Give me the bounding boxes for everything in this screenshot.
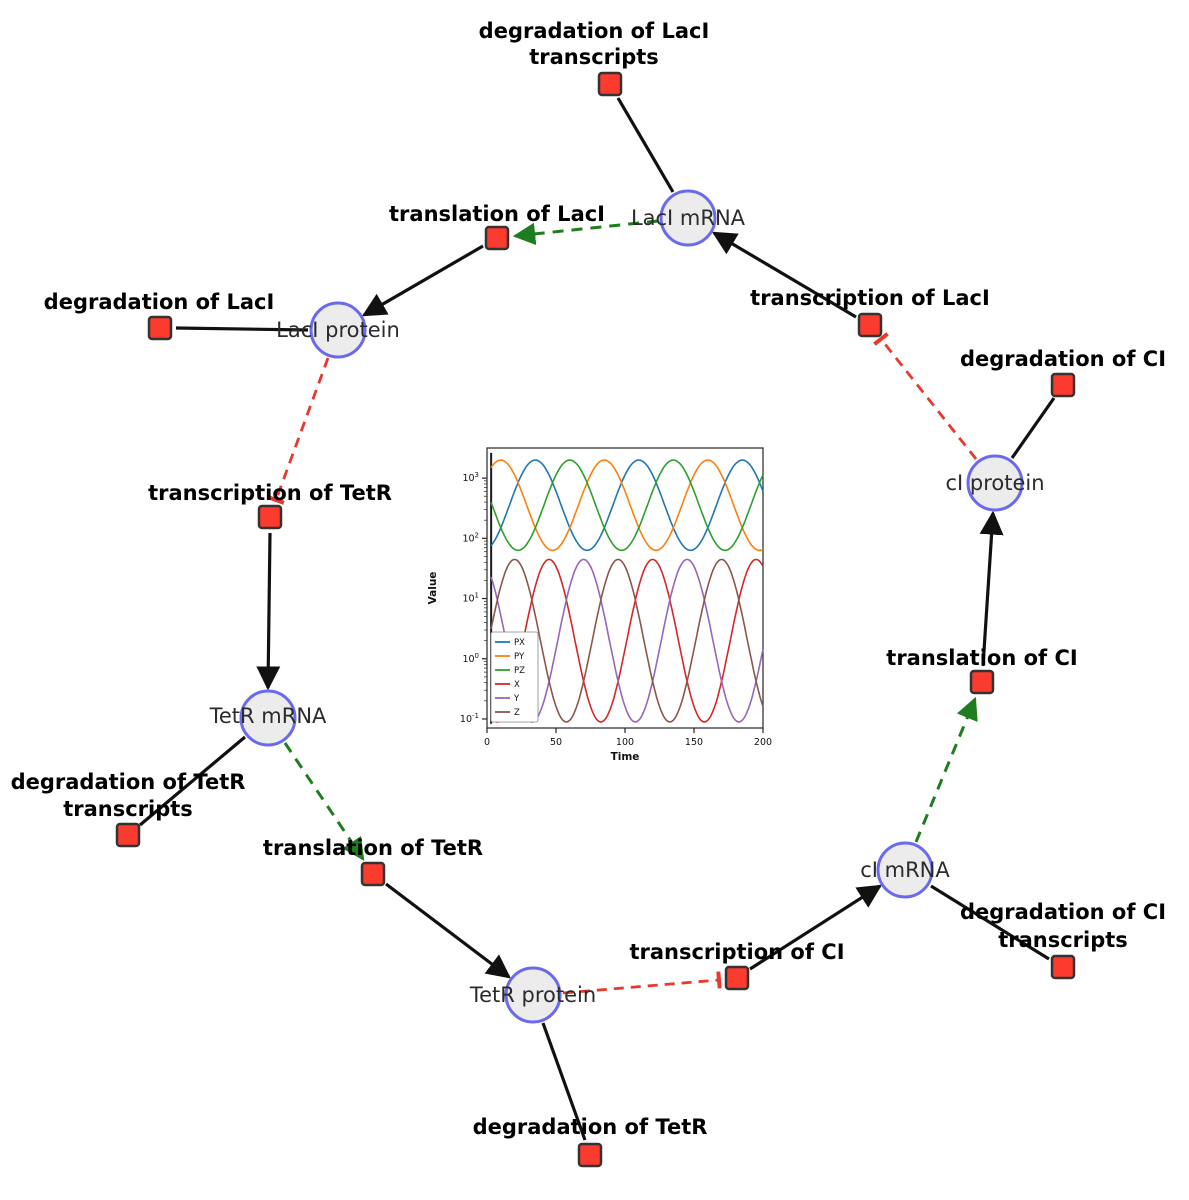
- edge-transcription-to-lacimrna: [711, 231, 857, 319]
- reaction-node-degradation-ci-transcripts[interactable]: [1050, 954, 1076, 980]
- species-label-laci-mrna: LacI mRNA: [631, 206, 746, 230]
- reaction-node-transcription-ci[interactable]: [724, 965, 750, 991]
- y-tick-label: 101: [462, 592, 479, 605]
- reaction-node-transcription-laci[interactable]: [857, 312, 883, 338]
- species-label-tetr-mrna: TetR mRNA: [209, 704, 327, 728]
- edge-laciprotein-degradation: [175, 326, 309, 332]
- edge-tetrprotein-inhibits-transcription-ci: [562, 971, 722, 995]
- species-node-laci-mrna[interactable]: LacI mRNA: [631, 189, 746, 247]
- legend-label-Z: Z: [514, 708, 520, 718]
- species-label-ci-protein: cI protein: [945, 471, 1044, 495]
- label-deg-tetr-tx-1: degradation of TetR: [11, 770, 246, 794]
- edge-cimrna-modifies-translation: [914, 696, 978, 843]
- species-node-tetr-mrna[interactable]: TetR mRNA: [209, 689, 327, 747]
- label-deg-ci: degradation of CI: [960, 347, 1166, 371]
- species-nodes: LacI mRNA LacI protein TetR mRNA TetR pr…: [209, 189, 1045, 1024]
- edges: [138, 97, 1056, 1141]
- edge-translation-to-tetrprotein: [385, 882, 511, 979]
- y-tick-label: 102: [462, 531, 479, 544]
- series-PX: [490, 459, 764, 552]
- y-tick-label: 100: [462, 652, 479, 665]
- edge-tetrmrna-deg-transcripts: [138, 735, 247, 827]
- legend-label-PZ: PZ: [514, 666, 525, 676]
- y-tick-label: 103: [462, 471, 479, 484]
- species-node-tetr-protein[interactable]: TetR protein: [469, 966, 596, 1024]
- reaction-node-degradation-laci[interactable]: [147, 315, 173, 341]
- species-label-ci-mrna: cI mRNA: [860, 858, 950, 882]
- edge-laciprotein-inhibits-transcription-tetr: [267, 357, 330, 505]
- label-deg-laci: degradation of LacI: [44, 290, 275, 314]
- y-axis-label: Value: [427, 572, 439, 605]
- legend-label-Y: Y: [513, 694, 520, 704]
- legend-label-PY: PY: [514, 652, 525, 662]
- reaction-node-degradation-tetr-transcripts[interactable]: [115, 822, 141, 848]
- edge-ciprotein-inhibits-transcription-laci: [873, 332, 978, 460]
- reaction-labels: degradation of LacI transcripts translat…: [11, 19, 1166, 1139]
- label-transcr-laci: transcription of LacI: [750, 286, 990, 310]
- label-deg-tetr: degradation of TetR: [473, 1115, 708, 1139]
- edge-tetrprotein-degradation: [541, 1022, 587, 1141]
- y-tick-label: 10-1: [460, 712, 479, 725]
- edge-ciprotein-degradation: [1010, 397, 1056, 459]
- series-PY: [490, 459, 764, 552]
- legend-label-X: X: [514, 680, 520, 690]
- legend-box: [490, 631, 539, 723]
- series-PZ: [490, 459, 764, 552]
- edge-tetrmrna-modifies-translation: [283, 742, 365, 861]
- label-transcr-tetr: transcription of TetR: [148, 481, 392, 505]
- x-tick-label: 200: [754, 737, 772, 748]
- edge-translation-to-ciprotein: [979, 510, 1004, 667]
- label-transl-laci: translation of LacI: [389, 202, 605, 226]
- x-tick-label: 0: [484, 737, 490, 748]
- species-label-tetr-protein: TetR protein: [469, 983, 596, 1007]
- edge-lacimrna-deg-transcripts: [616, 97, 675, 193]
- reaction-node-degradation-laci-transcripts[interactable]: [597, 71, 623, 97]
- reaction-node-translation-ci[interactable]: [969, 669, 995, 695]
- label-deg-ci-tx-1: degradation of CI: [960, 900, 1166, 924]
- series-X: [490, 558, 764, 723]
- edge-cimrna-deg-transcripts: [930, 884, 1050, 961]
- label-deg-tetr-tx-2: transcripts: [63, 797, 193, 821]
- label-deg-ci-tx-2: transcripts: [998, 928, 1128, 952]
- x-axis-label: Time: [611, 751, 640, 763]
- reaction-node-degradation-tetr[interactable]: [577, 1142, 603, 1168]
- edge-transcription-to-cimrna: [749, 884, 883, 971]
- reaction-nodes: [115, 71, 1076, 1168]
- label-transl-ci: translation of CI: [886, 646, 1077, 670]
- label-transcr-ci: transcription of CI: [629, 940, 844, 964]
- legend: PX PY PZ XYZ: [490, 631, 539, 723]
- species-node-ci-mrna[interactable]: cI mRNA: [860, 841, 950, 899]
- species-label-laci-protein: LacI protein: [276, 318, 400, 342]
- edge-lacimrna-modifies-translation: [512, 219, 659, 246]
- x-tick-label: 100: [616, 737, 634, 748]
- x-tick-label: 50: [550, 737, 562, 748]
- reaction-node-degradation-ci[interactable]: [1050, 372, 1076, 398]
- edge-transcription-to-tetrmrna: [256, 532, 281, 691]
- reaction-node-translation-tetr[interactable]: [360, 861, 386, 887]
- x-tick-label: 150: [685, 737, 703, 748]
- label-deg-laci-tx-1: degradation of LacI: [479, 19, 710, 43]
- species-node-ci-protein[interactable]: cI protein: [945, 454, 1045, 512]
- series-Z: [490, 558, 764, 723]
- legend-label-PX: PX: [514, 638, 525, 648]
- label-deg-laci-tx-2: transcripts: [529, 45, 659, 69]
- reaction-node-transcription-tetr[interactable]: [257, 504, 283, 530]
- species-node-laci-protein[interactable]: LacI protein: [276, 301, 400, 359]
- reaction-node-translation-laci[interactable]: [484, 225, 510, 251]
- edge-translation-to-laciprotein: [361, 244, 484, 317]
- label-transl-tetr: translation of TetR: [263, 836, 483, 860]
